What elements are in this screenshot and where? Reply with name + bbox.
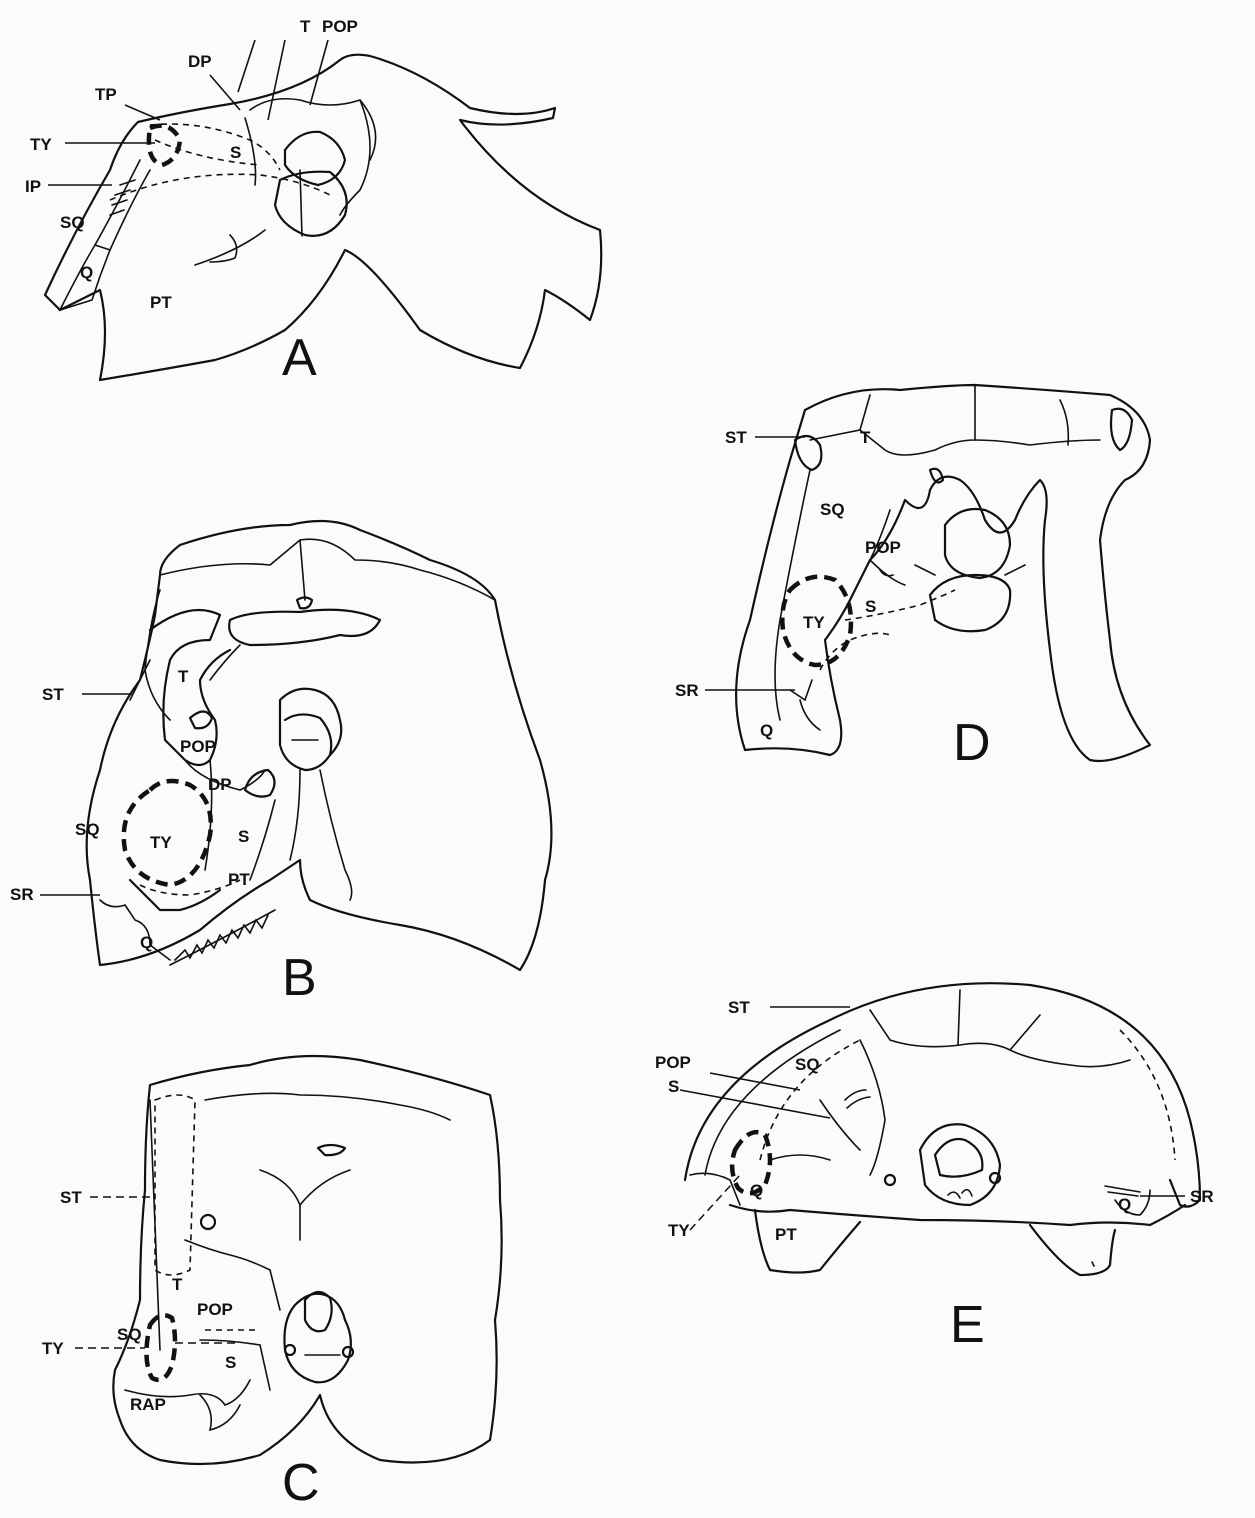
panel-b-label-st: ST bbox=[42, 685, 64, 704]
panel-e-label-pt: PT bbox=[775, 1225, 797, 1244]
panel-a-label-sq: SQ bbox=[60, 213, 85, 232]
panel-a-label-ip: IP bbox=[25, 177, 41, 196]
panel-e-label-pop: POP bbox=[655, 1053, 691, 1072]
panel-d-drawing bbox=[736, 385, 1150, 761]
panel-e-label-ty: TY bbox=[668, 1221, 690, 1240]
panel-a-label-s: S bbox=[230, 143, 241, 162]
panel-c-label-t: T bbox=[172, 1275, 183, 1294]
panel-a-label-q: Q bbox=[80, 263, 93, 282]
panel-b-label-ty: TY bbox=[150, 833, 172, 852]
panel-d-label-sr: SR bbox=[675, 681, 699, 700]
panel-c-drawing bbox=[113, 1056, 501, 1464]
panel-a-label-tp: TP bbox=[95, 85, 117, 104]
panel-b-label-sq: SQ bbox=[75, 820, 100, 839]
panel-b-label-pop: POP bbox=[180, 737, 216, 756]
panel-a-label-dp: DP bbox=[188, 52, 212, 71]
panel-b-label-pt: PT bbox=[228, 870, 250, 889]
panel-e-label-q-right: Q bbox=[1118, 1195, 1131, 1214]
panel-b: T ST POP DP SQ TY S PT SR Q B bbox=[10, 521, 551, 1007]
panel-b-drawing bbox=[87, 521, 552, 970]
panel-e-drawing bbox=[685, 983, 1200, 1275]
panel-d-label-t: T bbox=[860, 428, 871, 447]
panel-c-label-ty: TY bbox=[42, 1339, 64, 1358]
panel-e-label-sr: SR bbox=[1190, 1187, 1214, 1206]
panel-d-label-s: S bbox=[865, 597, 876, 616]
panel-c-label-rap: RAP bbox=[130, 1395, 166, 1414]
panel-d-label-pop: POP bbox=[865, 538, 901, 557]
panel-e-label-s: S bbox=[668, 1077, 679, 1096]
panel-e-label-q-left: Q bbox=[750, 1181, 763, 1200]
panel-a-label-pop: POP bbox=[322, 17, 358, 36]
panel-d-label-ty: TY bbox=[803, 613, 825, 632]
panel-a-letter: A bbox=[282, 329, 317, 387]
panel-e-label-st: ST bbox=[728, 998, 750, 1017]
panel-c-letter: C bbox=[282, 1454, 320, 1512]
panel-a-drawing bbox=[45, 55, 601, 380]
panel-d-label-st: ST bbox=[725, 428, 747, 447]
panel-e-label-sq: SQ bbox=[795, 1055, 820, 1074]
panel-c-label-st: ST bbox=[60, 1188, 82, 1207]
panel-d-letter: D bbox=[953, 714, 991, 772]
panel-b-letter: B bbox=[282, 949, 317, 1007]
panel-d: ST T SQ POP TY S SR Q D bbox=[675, 385, 1150, 772]
panel-e-letter: E bbox=[950, 1296, 985, 1354]
panel-c-label-pop: POP bbox=[197, 1300, 233, 1319]
panel-a-label-pt: PT bbox=[150, 293, 172, 312]
panel-b-label-dp: DP bbox=[208, 775, 232, 794]
panel-c-label-sq: SQ bbox=[117, 1325, 142, 1344]
panel-c: ST T POP SQ TY S RAP C bbox=[42, 1056, 502, 1512]
panel-d-label-sq: SQ bbox=[820, 500, 845, 519]
panel-e: ST SQ POP S TY Q Q PT SR E bbox=[655, 983, 1214, 1354]
panel-a-label-t: T bbox=[300, 17, 311, 36]
panel-b-label-s: S bbox=[238, 827, 249, 846]
panel-d-label-q: Q bbox=[760, 721, 773, 740]
panel-c-label-s: S bbox=[225, 1353, 236, 1372]
panel-a: T POP DP TP TY S IP SQ Q PT A bbox=[25, 17, 601, 387]
panel-b-label-q: Q bbox=[140, 933, 153, 952]
panel-b-label-t: T bbox=[178, 667, 189, 686]
panel-a-label-ty: TY bbox=[30, 135, 52, 154]
panel-b-label-sr: SR bbox=[10, 885, 34, 904]
